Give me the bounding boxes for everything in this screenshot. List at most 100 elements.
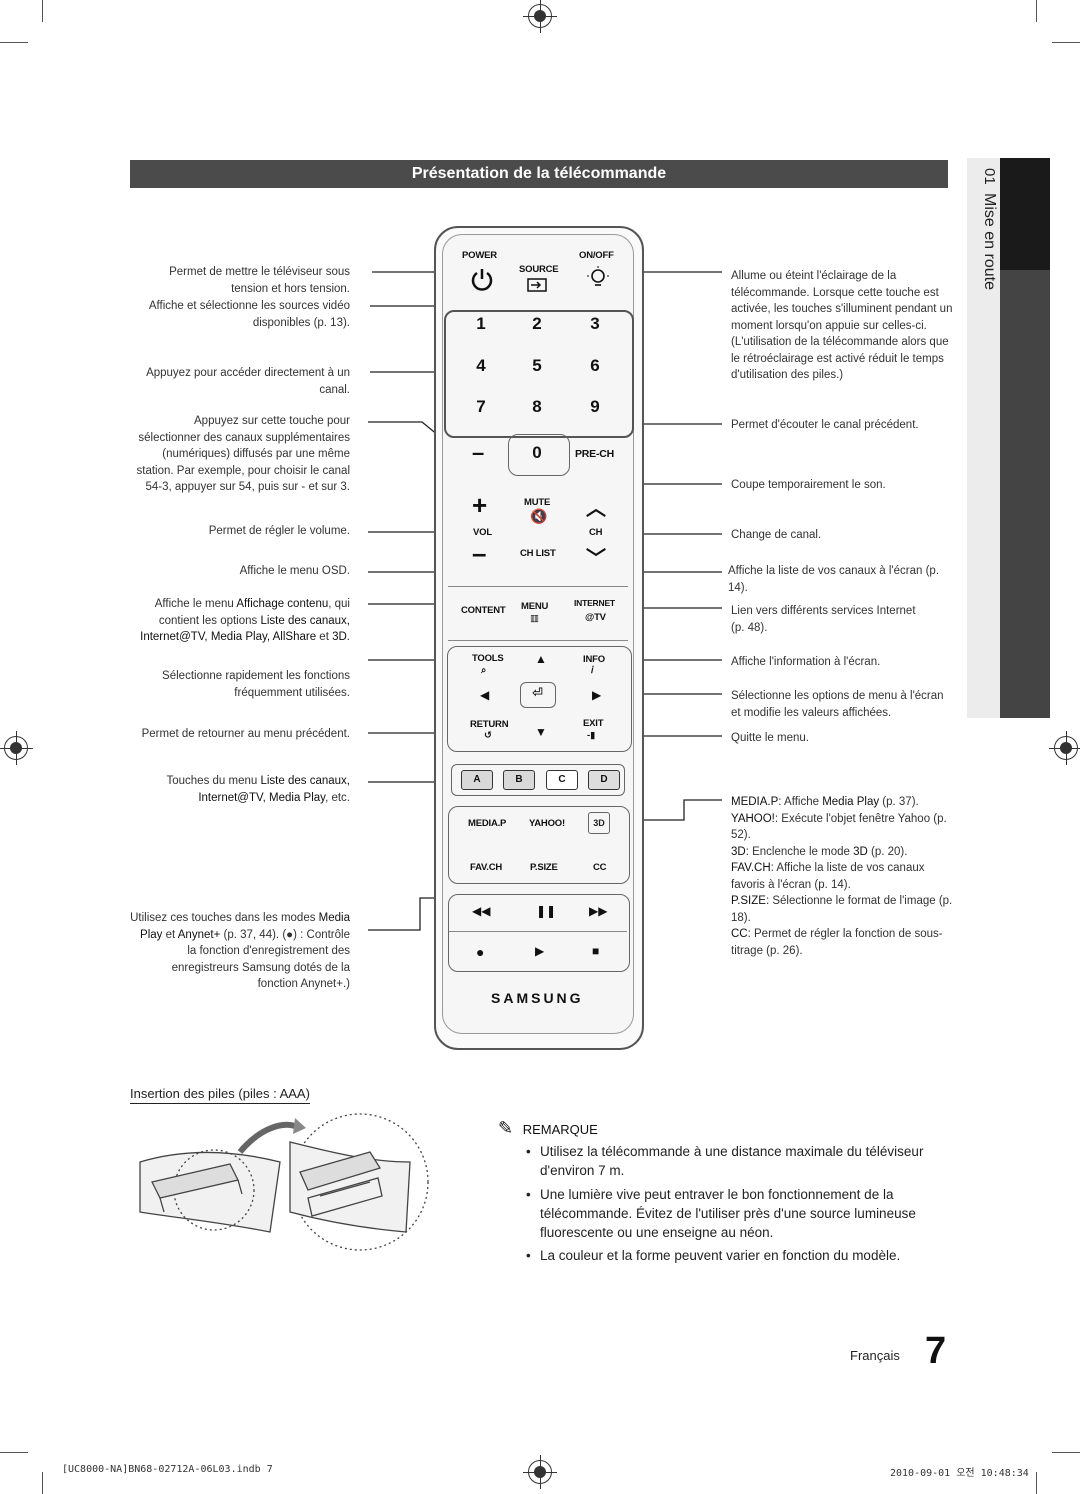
menu-key[interactable]: MENU	[521, 601, 549, 612]
p-size-key[interactable]: P.SIZE	[530, 862, 558, 873]
crop-mark	[1052, 1452, 1080, 1453]
key-9[interactable]: 9	[590, 397, 600, 416]
ch-list-key[interactable]: CH LIST	[520, 548, 556, 559]
mute-key-label: MUTE	[524, 497, 551, 508]
arrow-down-key[interactable]: ▼	[535, 725, 547, 739]
arrow-left-key[interactable]: ◀	[480, 688, 490, 702]
desc-return: Permet de retourner au menu précédent.	[141, 728, 350, 740]
color-key-b[interactable]: B	[503, 770, 535, 790]
key-0[interactable]: 0	[532, 443, 542, 462]
key-2[interactable]: 2	[532, 314, 542, 333]
desc-internet: Lien vers différents services Internet (…	[731, 605, 916, 634]
key-desc: : Permet de régler la fonction de sous-t…	[731, 928, 943, 957]
desc-power: Permet de mettre le téléviseur sous tens…	[169, 266, 350, 295]
enter-key[interactable]	[520, 682, 556, 708]
key-8[interactable]: 8	[532, 397, 542, 416]
desc-ch-list: Affiche la liste de vos canaux à l'écran…	[728, 565, 940, 594]
registration-mark-icon	[0, 731, 33, 765]
crop-mark	[42, 0, 43, 22]
registration-mark-icon	[523, 1455, 557, 1489]
cc-key[interactable]: CC	[593, 862, 607, 873]
side-tab-active	[1000, 158, 1050, 270]
registration-mark-icon	[1049, 731, 1080, 765]
key-name: 3D	[731, 845, 746, 858]
light-bulb-icon[interactable]	[587, 266, 609, 292]
channel-up-key[interactable]: ︿	[586, 498, 606, 520]
mute-icon[interactable]: 🔇	[530, 508, 548, 524]
record-key[interactable]: ●	[476, 944, 485, 960]
key-name: MEDIA.P	[731, 796, 779, 808]
desc-media-line: MEDIA.P: Affiche Media Play (p. 37).	[731, 794, 953, 811]
exit-icon: -▮	[587, 730, 595, 741]
desc-color-highlight: Liste des canaux, Internet@TV, Media Pla…	[198, 775, 350, 804]
crop-mark	[1052, 42, 1080, 43]
arrow-up-key[interactable]: ▲	[535, 652, 547, 666]
desc-ch: Change de canal.	[731, 529, 822, 541]
ch-label: CH	[589, 527, 603, 538]
3d-key-icon[interactable]: 3D	[588, 812, 610, 834]
return-key[interactable]: RETURN	[470, 719, 509, 730]
registration-mark-icon	[523, 0, 557, 33]
key-3[interactable]: 3	[590, 314, 600, 333]
desc-color-text: , etc.	[325, 791, 350, 804]
fast-forward-key[interactable]: ▶▶	[589, 904, 608, 918]
pause-key[interactable]: ❚❚	[536, 904, 557, 918]
desc-content-highlight: Liste des canaux, Internet@TV, Media Pla…	[140, 614, 350, 644]
number-pad	[444, 310, 634, 438]
tools-icon: ⌕	[481, 665, 487, 676]
key-name: FAV.CH	[731, 862, 771, 874]
key-desc: : Affiche	[778, 796, 823, 808]
volume-down-key[interactable]: –	[472, 538, 487, 568]
divider	[448, 586, 628, 587]
key-highlight: Media Play	[822, 796, 880, 808]
note-pencil-icon: ✎	[498, 1118, 514, 1138]
channel-down-key[interactable]: ﹀	[586, 548, 606, 570]
internet-tv-key[interactable]: @TV	[585, 612, 606, 623]
key-desc: : Affiche la liste de vos canaux favoris…	[731, 862, 925, 891]
color-keys-frame	[451, 764, 625, 796]
color-key-a[interactable]: A	[461, 770, 493, 790]
exit-key[interactable]: EXIT	[583, 718, 604, 729]
desc-media-line: YAHOO!: Exécute l'objet fenêtre Yahoo (p…	[731, 811, 953, 844]
volume-up-key[interactable]: +	[472, 490, 488, 520]
play-key[interactable]: ▶	[535, 944, 545, 958]
media-keys-frame	[448, 806, 630, 884]
dash-key[interactable]: –	[472, 440, 485, 465]
key-4[interactable]: 4	[476, 356, 486, 375]
color-key-d[interactable]: D	[588, 770, 620, 790]
note-item: • Une lumière vive peut entraver le bon …	[526, 1185, 940, 1242]
arrow-right-key[interactable]: ▶	[592, 688, 602, 702]
desc-numbers: Appuyez pour accéder directement à un ca…	[146, 367, 350, 396]
note-item: • Utilisez la télécommande à une distanc…	[526, 1142, 940, 1180]
power-key-label: POWER	[462, 250, 497, 261]
desc-menu: Affiche le menu OSD.	[239, 565, 350, 577]
tools-key[interactable]: TOOLS	[472, 653, 504, 664]
desc-playback-text: (p. 37, 44).	[223, 928, 280, 941]
power-icon[interactable]	[468, 266, 496, 294]
desc-playback-text: et	[165, 928, 176, 941]
rewind-key[interactable]: ◀◀	[472, 904, 491, 918]
desc-dash: Appuyez sur cette touche pour sélectionn…	[136, 415, 351, 493]
key-7[interactable]: 7	[476, 397, 486, 416]
desc-source: Affiche et sélectionne les sources vidéo…	[148, 300, 350, 329]
media-p-key[interactable]: MEDIA.P	[468, 818, 507, 829]
desc-arrows: Sélectionne les options de menu à l'écra…	[731, 690, 944, 719]
source-icon[interactable]	[527, 278, 547, 292]
key-1[interactable]: 1	[476, 314, 486, 333]
bullet-icon: •	[526, 1144, 531, 1159]
desc-info: Affiche l'information à l'écran.	[731, 656, 881, 668]
pre-ch-key[interactable]: PRE-CH	[575, 448, 615, 460]
key-6[interactable]: 6	[590, 356, 600, 375]
info-key[interactable]: INFO	[583, 654, 605, 665]
on-off-key-label: ON/OFF	[579, 250, 614, 261]
stop-key[interactable]: ■	[592, 944, 600, 958]
return-icon: ↺	[484, 730, 492, 741]
internet-key-label: INTERNET	[574, 598, 615, 608]
key-5[interactable]: 5	[532, 356, 542, 375]
battery-heading: Insertion des piles (piles : AAA)	[130, 1086, 310, 1104]
side-tab-background	[967, 158, 1000, 718]
yahoo-key[interactable]: YAHOO!	[529, 818, 565, 829]
content-key[interactable]: CONTENT	[461, 605, 506, 616]
fav-ch-key[interactable]: FAV.CH	[470, 862, 503, 873]
color-key-c[interactable]: C	[546, 770, 578, 790]
